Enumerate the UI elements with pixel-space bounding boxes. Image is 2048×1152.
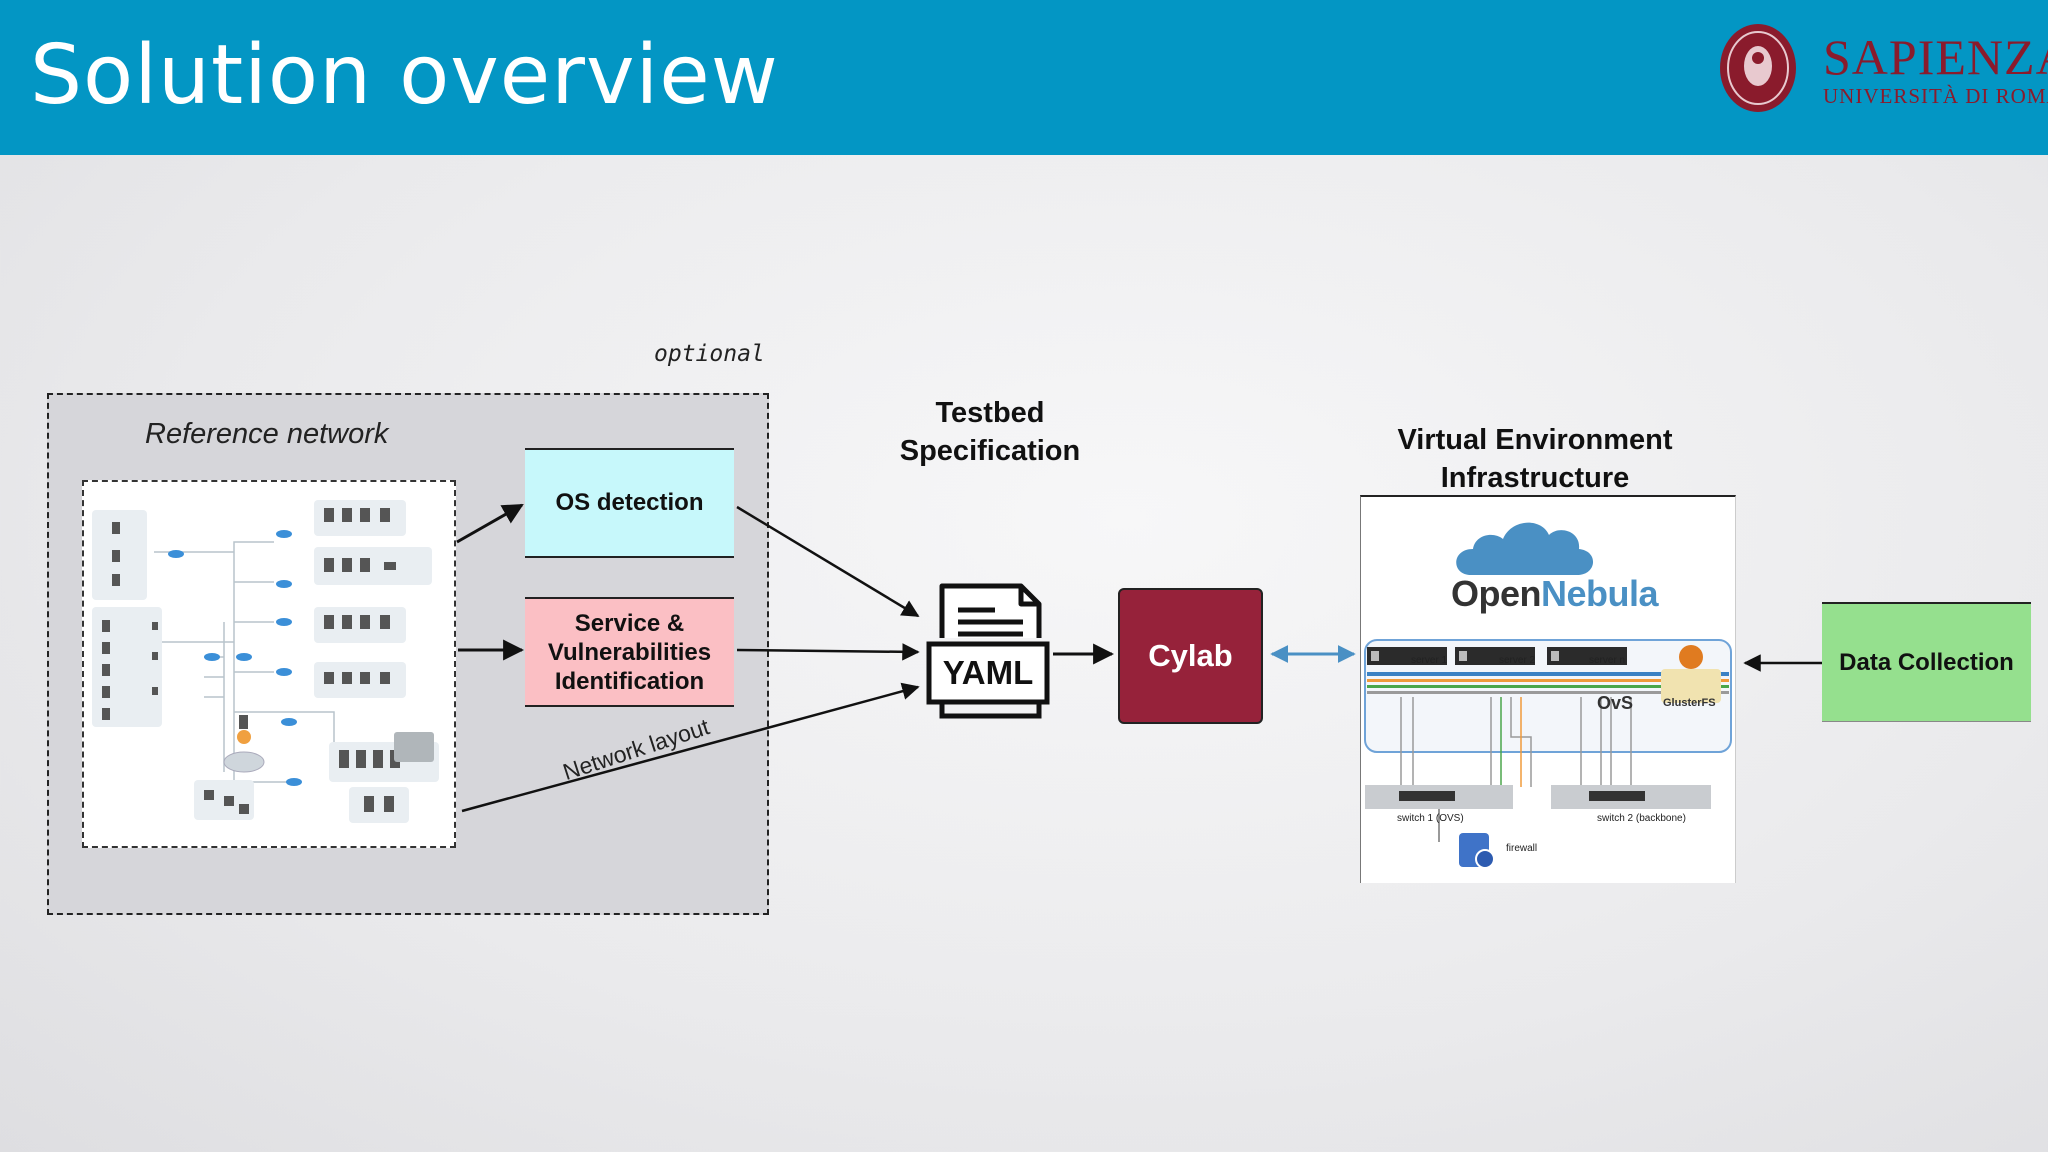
reference-network-diagram [82,480,456,848]
ve-title-line1: Virtual Environment [1397,424,1673,456]
reference-network-label: Reference network [145,418,389,450]
service-vuln-line3: Identification [554,667,705,695]
data-collection-box: Data Collection [1822,602,2031,722]
sapienza-wordmark: SAPIENZA UNIVERSITÀ DI ROMA [1823,32,2048,110]
brand-name: SAPIENZA [1823,29,2048,85]
cylab-box: Cylab [1118,588,1263,724]
service-vulnerabilities-box: Service & Vulnerabilities Identification [525,597,734,707]
server-1-label: server 1 [1411,655,1448,666]
optional-label: optional [654,341,765,367]
brand-subtitle: UNIVERSITÀ DI ROMA [1823,84,2048,108]
opennebula-logo: OpenNebula [1451,573,1659,615]
server-n-label: server n [1589,655,1626,666]
glusterfs-label: GlusterFS [1663,697,1716,709]
yaml-document-icon [926,583,1050,719]
testbed-specification-title: Testbed Specification [880,394,1100,470]
ovs-label: OvS [1597,693,1634,713]
switch-2-label: switch 2 (backbone) [1597,813,1686,824]
os-detection-box: OS detection [525,448,734,558]
virtual-environment-title: Virtual Environment Infrastructure [1360,421,1710,497]
service-vuln-line1: Service & [574,609,685,637]
network-topology-image [92,500,439,823]
arrow-os-to-yaml [736,505,920,618]
slide-header: Solution overview SAPIENZA UNIVERSITÀ DI… [0,0,2048,155]
server-2-label: server 2 [1499,655,1536,666]
yaml-file-node: YAML [925,582,1053,722]
testbed-title-line2: Specification [899,435,1081,467]
arrow-service-to-yaml [736,643,920,661]
ve-title-line2: Infrastructure [1440,462,1630,494]
testbed-title-line1: Testbed [935,397,1045,429]
switch-1-label: switch 1 (OVS) [1397,813,1464,824]
arrow-refnet-to-os [456,503,524,544]
yaml-label: YAML [942,654,1034,691]
firewall-label: firewall [1506,843,1538,854]
arrow-network-layout-to-yaml [461,682,920,813]
opennebula-nebula: Nebula [1541,573,1659,614]
service-vuln-line2: Vulnerabilities [547,638,712,666]
opennebula-open: Open [1451,573,1542,614]
infrastructure-image [1364,522,1732,869]
sapienza-seal-logo [1720,24,1796,112]
slide-title: Solution overview [30,28,779,123]
virtual-environment-panel: OpenNebula server 1 server 2 server n Ov… [1360,495,1736,883]
